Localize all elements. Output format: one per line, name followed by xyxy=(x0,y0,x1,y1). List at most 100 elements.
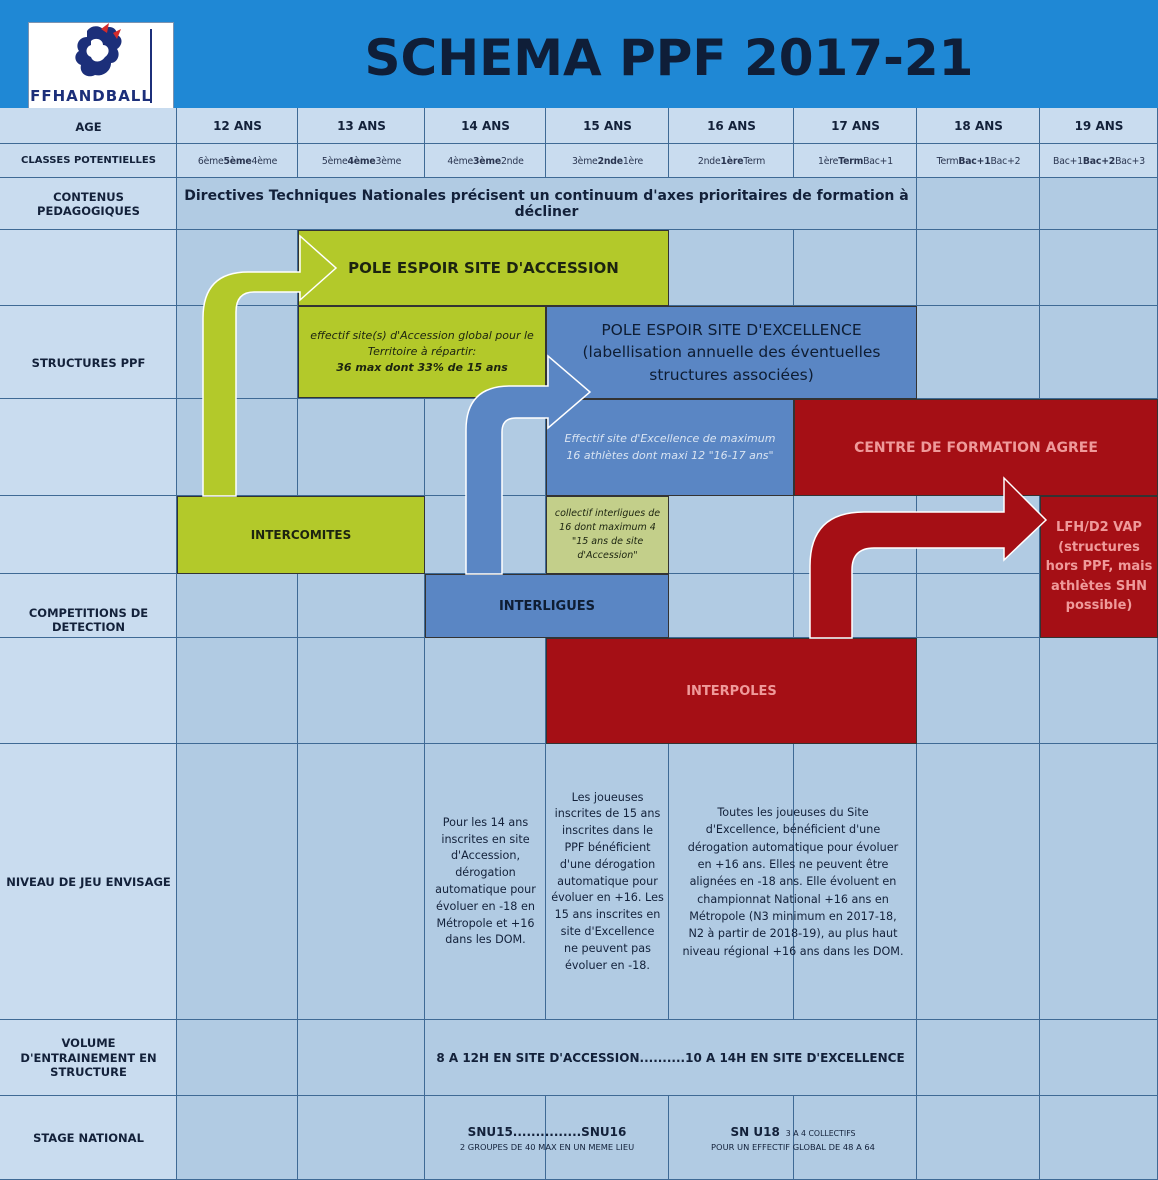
excellence-line3: structures associées) xyxy=(649,365,814,384)
grid-cell xyxy=(0,399,177,496)
grid-cell xyxy=(917,574,1040,638)
grid-cell xyxy=(917,638,1040,744)
grid-cell xyxy=(0,744,177,1020)
stage-sn-u18: SN U18 3 A 4 COLLECTIFS POUR UN EFFECTIF… xyxy=(669,1096,917,1180)
row-label-classes: CLASSES POTENTIELLES xyxy=(21,154,156,166)
lfh-line1: LFH/D2 VAP xyxy=(1056,520,1142,536)
age-header-14: 14 ANS xyxy=(461,119,510,133)
lfh-line2: (structures xyxy=(1058,539,1140,555)
row-label-age: AGE xyxy=(75,119,102,134)
niveau-15-line: inscrites de 15 ans xyxy=(554,807,661,821)
grid-cell xyxy=(0,574,177,638)
ffhandball-logo: FFHANDBALL xyxy=(28,22,174,110)
grid-cell xyxy=(669,144,794,178)
age-header-17: 17 ANS xyxy=(831,119,880,133)
grid-cell xyxy=(917,744,1040,1020)
grid-cell xyxy=(546,108,669,144)
grid-cell xyxy=(917,178,1040,230)
grid-cell xyxy=(1040,178,1158,230)
niveau-1617-line: alignées en -18 ans. Elle évoluent en xyxy=(689,875,897,889)
age-header-19: 19 ANS xyxy=(1074,119,1124,133)
grid-cell xyxy=(917,1096,1040,1180)
niveau-14-line: dans les DOM. xyxy=(445,933,526,947)
grid-cell xyxy=(177,1096,298,1180)
grid-cell xyxy=(298,144,425,178)
snu-line1: SNU15...............SNU16 xyxy=(467,1124,627,1139)
lfh-line5: possible) xyxy=(1065,598,1133,614)
grid-cell xyxy=(1040,1020,1158,1096)
class-cell-17: 1ère Term Bac+1 xyxy=(818,155,893,167)
niveau-15-line: d'une dérogation xyxy=(559,857,656,871)
grid-cell xyxy=(794,108,917,144)
grid-cell xyxy=(425,108,546,144)
grid-cell xyxy=(917,144,1040,178)
grid-cell xyxy=(669,1096,794,1180)
grid-cell xyxy=(298,574,425,638)
niveau-1617-line: niveau régional +16 ans dans les DOM. xyxy=(682,944,904,958)
grid-cell xyxy=(0,230,177,306)
grid-cell xyxy=(425,744,546,1020)
collectif-line1: collectif interligues de xyxy=(554,508,661,520)
grid-cell xyxy=(0,144,177,178)
excellence-line1: POLE ESPOIR SITE D'EXCELLENCE xyxy=(601,320,862,339)
grid-cell xyxy=(298,108,425,144)
niveau-1617-line: Toutes les joueuses du Site xyxy=(717,805,869,819)
pole-espoir-accession-title: POLE ESPOIR SITE D'ACCESSION xyxy=(298,230,669,306)
niveau-14-line: automatique pour xyxy=(435,883,536,896)
grid-cell xyxy=(669,496,794,574)
grid-cell xyxy=(1040,1096,1158,1180)
grid-cell xyxy=(794,230,917,306)
niveau-15-line: 15 ans inscrites en xyxy=(554,908,661,922)
interligues: INTERLIGUES xyxy=(425,574,669,638)
grid-cell xyxy=(298,1020,425,1096)
grid-cell xyxy=(669,574,794,638)
grid-cell xyxy=(0,306,177,399)
niveau-1617-line: dérogation automatique pour évoluer xyxy=(687,840,899,854)
accession-note-line3: 36 max dont 33% de 15 ans xyxy=(336,360,508,374)
interpoles: INTERPOLES xyxy=(546,638,917,744)
snu-line2: 2 GROUPES DE 40 MAX EN UN MEME LIEU xyxy=(459,1141,635,1152)
niveau-15-line: PPF bénéficient xyxy=(564,841,651,854)
grid-cell xyxy=(669,230,794,306)
intercomites: INTERCOMITES xyxy=(177,496,425,574)
grid-cell xyxy=(669,744,794,1020)
collectif-line4: d'Accession" xyxy=(577,549,638,561)
grid-cell xyxy=(546,744,669,1020)
niveau-14-line: inscrites en site xyxy=(441,832,530,846)
grid-cell xyxy=(425,1096,546,1180)
grid-cell xyxy=(0,496,177,574)
age-header-12: 12 ANS xyxy=(213,119,262,133)
logo-text: FFHANDBALL xyxy=(30,87,152,105)
rooster-emblem-icon xyxy=(75,23,152,103)
grid-cell xyxy=(1040,306,1158,399)
accession-note-line1: effectif site(s) d'Accession global pour… xyxy=(310,329,534,343)
row-label-structures: STRUCTURES PPF xyxy=(31,355,146,370)
grid-cell xyxy=(546,1096,669,1180)
grid-cell xyxy=(0,108,177,144)
grid-cell xyxy=(917,230,1040,306)
excellence-note: Effectif site d'Excellence de maximum 16… xyxy=(546,399,794,496)
excellence-note-line2: 16 athlètes dont maxi 12 "16-17 ans" xyxy=(566,448,774,462)
class-cell-12: 6ème 5ème 4ème xyxy=(197,155,278,167)
page-title: SCHEMA PPF 2017-21 xyxy=(364,29,974,87)
row-label-competitions: COMPETITIONS DE DETECTION xyxy=(28,605,149,634)
grid-cell xyxy=(298,399,425,496)
grid-cell xyxy=(794,1096,917,1180)
grid-cell xyxy=(425,496,546,574)
class-cell-19: Bac+1 Bac+2 Bac+3 xyxy=(1053,155,1145,167)
lfh-d2-vap: LFH/D2 VAP (structures hors PPF, mais at… xyxy=(1040,496,1158,638)
sn-u18-main: SN U18 xyxy=(730,1124,780,1139)
volume-text: 8 A 12H EN SITE D'ACCESSION..........10 … xyxy=(425,1020,917,1096)
grid-cell xyxy=(794,144,917,178)
age-header-18: 18 ANS xyxy=(954,119,1003,133)
class-cell-15: 3ème 2nde 1ère xyxy=(571,155,644,167)
grid-cell xyxy=(177,638,298,744)
grid-cell xyxy=(0,1096,177,1180)
grid-cell xyxy=(298,1096,425,1180)
excellence-line2: (labellisation annuelle des éventuelles xyxy=(582,343,881,362)
row-label-stage: STAGE NATIONAL xyxy=(33,1130,144,1145)
grid-cell xyxy=(298,638,425,744)
niveau-14-line: évoluer en -18 en xyxy=(436,899,535,913)
